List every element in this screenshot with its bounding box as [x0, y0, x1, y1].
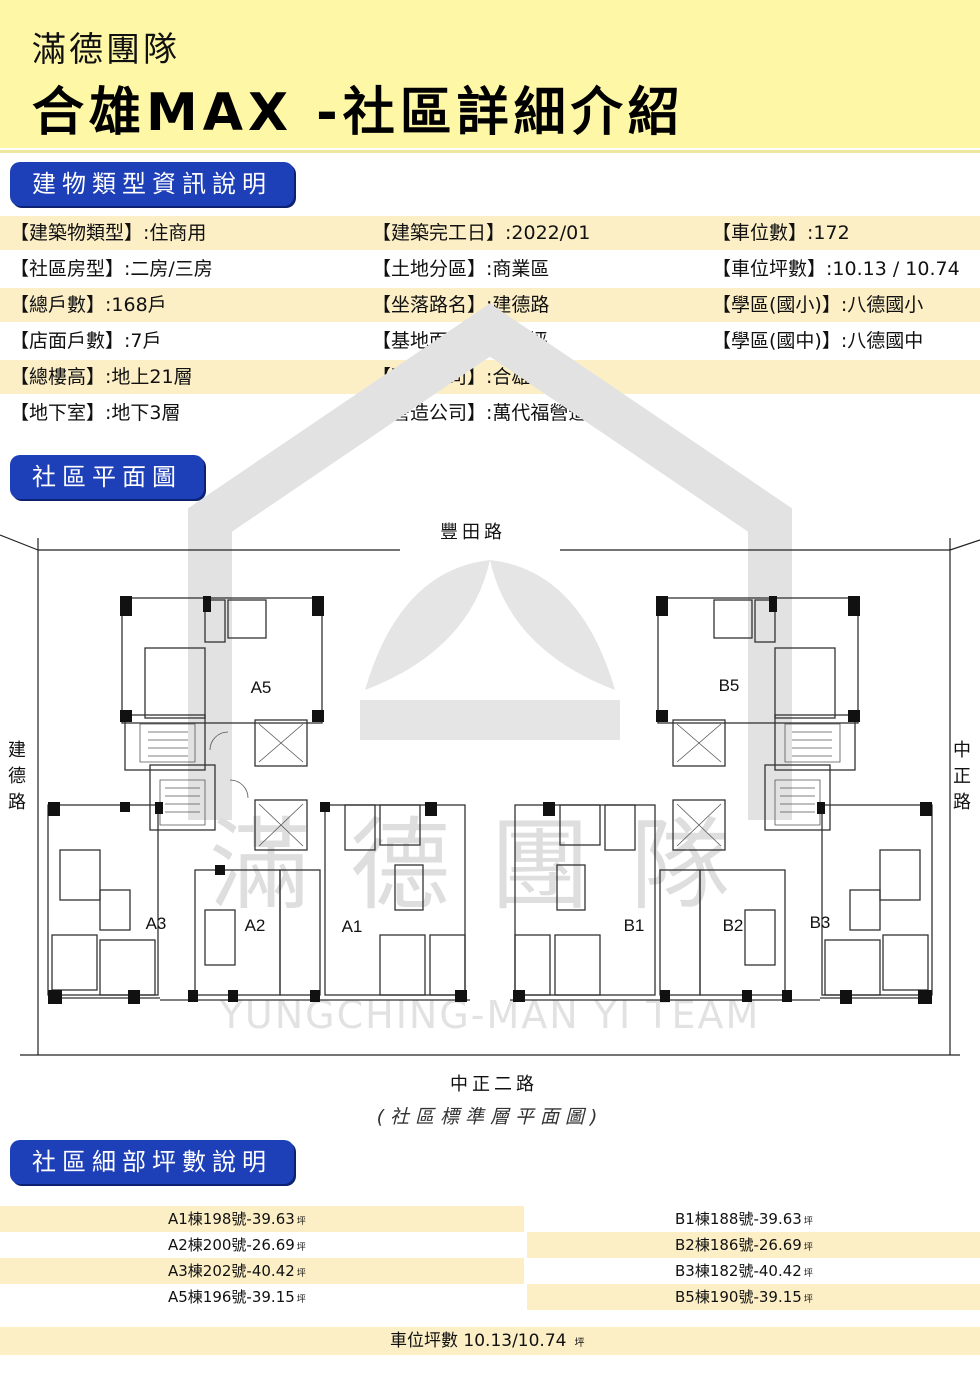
unit-label-a3: A3 — [146, 914, 167, 933]
info-row: 【社區房型】:二房/三房 【土地分區】:商業區 【車位坪數】:10.13 / 1… — [0, 252, 980, 286]
unit-suffix: 坪 — [803, 1269, 813, 1279]
parking-size-label: 車位坪數 10.13/10.74 — [390, 1331, 567, 1351]
parking-size-bar: 車位坪數 10.13/10.74 坪 — [0, 1327, 980, 1355]
info-basement: 【地下室】:地下3層 — [10, 402, 181, 424]
unit-label-a1: A1 — [342, 917, 363, 936]
plan-caption: (社區標準層平面圖) — [376, 1106, 604, 1128]
unit-size-a3: A3棟202號-40.42 — [168, 1262, 295, 1280]
road-label-left: 建德路 — [8, 740, 26, 813]
section-tag-floor-plan: 社區平面圖 — [10, 455, 204, 499]
info-contractor: 【營造公司】:萬代福營造 — [372, 402, 588, 424]
unit-label-a2: A2 — [245, 916, 266, 935]
unit-label-b1: B1 — [624, 916, 645, 935]
unit-suffix: 坪 — [296, 1295, 306, 1305]
unit-size-b5: B5棟190號-39.15 — [675, 1288, 802, 1306]
unit-suffix: 坪 — [803, 1217, 813, 1227]
info-row: 【總戶數】:168戶 【坐落路名】:建德路 【學區(國小)】:八德國小 — [0, 288, 980, 322]
info-road-name: 【坐落路名】:建德路 — [372, 294, 550, 316]
parking-size-unit: 坪 — [574, 1338, 585, 1349]
info-parking-count: 【車位數】:172 — [712, 222, 850, 244]
road-label-right: 中正路 — [953, 740, 971, 813]
road-label-top: 豐田路 — [440, 522, 506, 543]
unit-label-b2: B2 — [723, 916, 744, 935]
unit-label-b5: B5 — [719, 676, 740, 695]
info-completion-date: 【建築完工日】:2022/01 — [372, 222, 591, 244]
unit-size-a1: A1棟198號-39.63 — [168, 1210, 295, 1228]
unit-size-a2: A2棟200號-26.69 — [168, 1236, 295, 1254]
unit-suffix: 坪 — [296, 1243, 306, 1253]
unit-suffix: 坪 — [296, 1269, 306, 1279]
info-total-units: 【總戶數】:168戶 — [10, 294, 167, 316]
info-building-type: 【建築物類型】:住商用 — [10, 222, 207, 244]
road-label-bottom: 中正二路 — [450, 1074, 538, 1095]
header-divider — [0, 150, 980, 153]
info-shop-units: 【店面戶數】:7戶 — [10, 330, 162, 352]
info-row: 【地下室】:地下3層 【營造公司】:萬代福營造 — [0, 396, 980, 430]
unit-label-a5: A5 — [251, 678, 272, 697]
unit-size-b2: B2棟186號-26.69 — [675, 1236, 802, 1254]
info-elementary-school: 【學區(國小)】:八德國小 — [712, 294, 924, 316]
unit-size-b3: B3棟182號-40.42 — [675, 1262, 802, 1280]
unit-size-a5: A5棟196號-39.15 — [168, 1288, 295, 1306]
unit-size-b1: B1棟188號-39.63 — [675, 1210, 802, 1228]
floor-plan: A5 A3 A2 A1 B5 B1 B2 B3 豐田路 中正二路 建德路 中正路 — [0, 510, 980, 1110]
info-junior-high-school: 【學區(國中)】:八德國中 — [712, 330, 924, 352]
info-developer: 【建商公司】:合雄建設 — [372, 366, 569, 388]
info-parking-size: 【車位坪數】:10.13 / 10.74 — [712, 258, 960, 280]
unit-suffix: 坪 — [803, 1295, 813, 1305]
unit-suffix: 坪 — [296, 1217, 306, 1227]
page-title: 合雄MAX -社區詳細介紹 — [32, 83, 685, 143]
info-row: 【總樓高】:地上21層 【建商公司】:合雄建設 — [0, 360, 980, 394]
section-tag-unit-sizes: 社區細部坪數說明 — [10, 1140, 294, 1184]
info-site-area: 【基地面積】:985坪 — [372, 330, 548, 352]
team-name: 滿德團隊 — [32, 30, 180, 70]
section-tag-building-info: 建物類型資訊說明 — [10, 162, 294, 206]
info-room-type: 【社區房型】:二房/三房 — [10, 258, 213, 280]
info-floors: 【總樓高】:地上21層 — [10, 366, 193, 388]
info-land-zone: 【土地分區】:商業區 — [372, 258, 550, 280]
info-row: 【店面戶數】:7戶 【基地面積】:985坪 【學區(國中)】:八德國中 — [0, 324, 980, 358]
unit-label-b3: B3 — [810, 913, 831, 932]
unit-suffix: 坪 — [803, 1243, 813, 1253]
info-row: 【建築物類型】:住商用 【建築完工日】:2022/01 【車位數】:172 — [0, 216, 980, 250]
page-header: 滿德團隊 合雄MAX -社區詳細介紹 — [0, 0, 980, 148]
